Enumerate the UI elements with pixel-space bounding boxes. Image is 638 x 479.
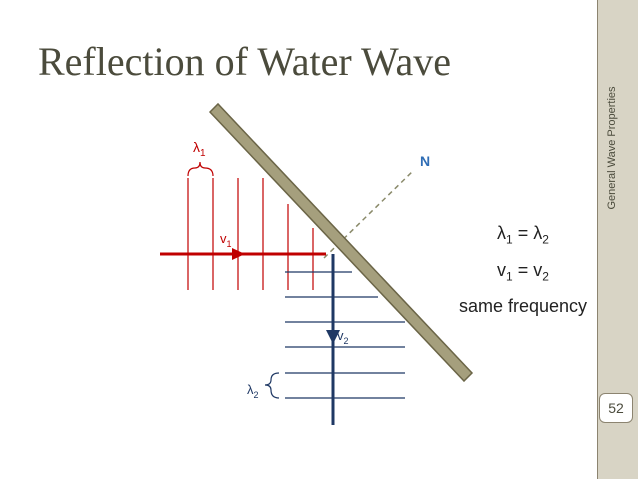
v2-label: v2 — [337, 328, 349, 346]
equation-frequency: same frequency — [458, 296, 588, 317]
equations-block: λ1 = λ2 v1 = v2 same frequency — [438, 218, 608, 321]
normal-label: N — [420, 153, 430, 169]
lambda2-label: λ2 — [247, 382, 259, 400]
lambda1-brace — [187, 161, 214, 177]
lambda2-brace — [264, 372, 280, 399]
page-number: 52 — [599, 393, 633, 423]
v1-label: v1 — [220, 231, 232, 249]
incident-wavefronts — [187, 178, 314, 290]
incident-arrowhead — [232, 248, 245, 260]
equation-wavelength: λ1 = λ2 — [497, 223, 549, 247]
lambda1-label: λ1 — [193, 139, 206, 159]
reflected-wavefronts — [285, 271, 405, 399]
equation-speed: v1 = v2 — [497, 259, 549, 284]
slide-title: Reflection of Water Wave — [38, 39, 452, 84]
sidebar-divider — [597, 0, 598, 479]
reflected-arrowhead — [326, 330, 340, 344]
barrier — [208, 102, 474, 383]
